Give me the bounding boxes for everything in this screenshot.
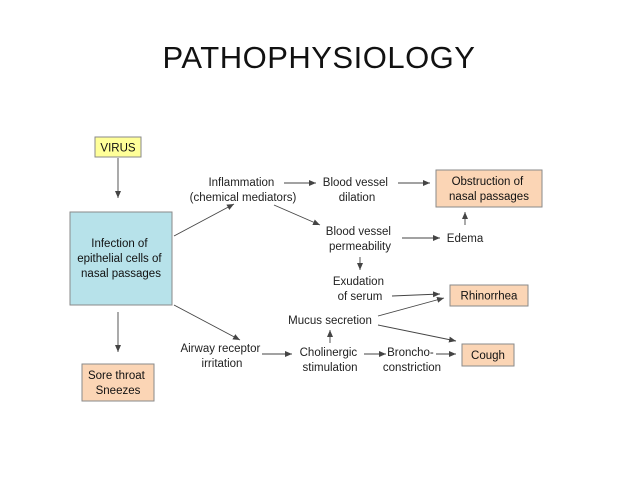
exudation-label: Exudation of serum xyxy=(333,276,387,303)
vessel-dilation-label: Blood vessel dilation xyxy=(323,177,391,204)
sore-throat-label: Sore throat Sneezes xyxy=(88,370,148,397)
obstruction-label: Obstruction of nasal passages xyxy=(449,176,529,203)
cholinergic-label: Cholinergic stimulation xyxy=(300,347,361,374)
edema-label: Edema xyxy=(447,233,484,245)
arrow-infection-to-airway xyxy=(173,304,241,341)
virus-label: VIRUS xyxy=(100,143,135,155)
arrow-mucus-to-rhinorrhea xyxy=(377,296,445,317)
obstruction-box xyxy=(435,169,543,208)
infection-label: Infection of epithelial cells of nasal p… xyxy=(77,238,165,280)
arrow-mucus-to-cough xyxy=(377,324,457,343)
arrow-exudation-to-rhinorrhea xyxy=(391,291,441,298)
bronchoconstriction-label: Broncho- constriction xyxy=(383,347,441,374)
infection-box xyxy=(69,211,173,306)
rhinorrhea-label: Rhinorrhea xyxy=(461,291,518,303)
airway-label: Airway receptor irritation xyxy=(180,343,263,370)
mucus-label: Mucus secretion xyxy=(288,315,372,327)
arrow-inflammation-to-permeability xyxy=(273,204,321,226)
arrow-infection-to-inflammation xyxy=(173,203,235,237)
page-title: PATHOPHYSIOLOGY xyxy=(162,40,476,75)
rhinorrhea-box xyxy=(449,284,529,307)
cough-box xyxy=(461,343,515,367)
cough-label: Cough xyxy=(471,350,505,362)
sore-throat-box xyxy=(81,363,155,402)
inflammation-label: Inflammation (chemical mediators) xyxy=(190,177,297,204)
virus-box xyxy=(94,136,142,158)
vessel-permeability-label: Blood vessel permeability xyxy=(326,226,394,253)
